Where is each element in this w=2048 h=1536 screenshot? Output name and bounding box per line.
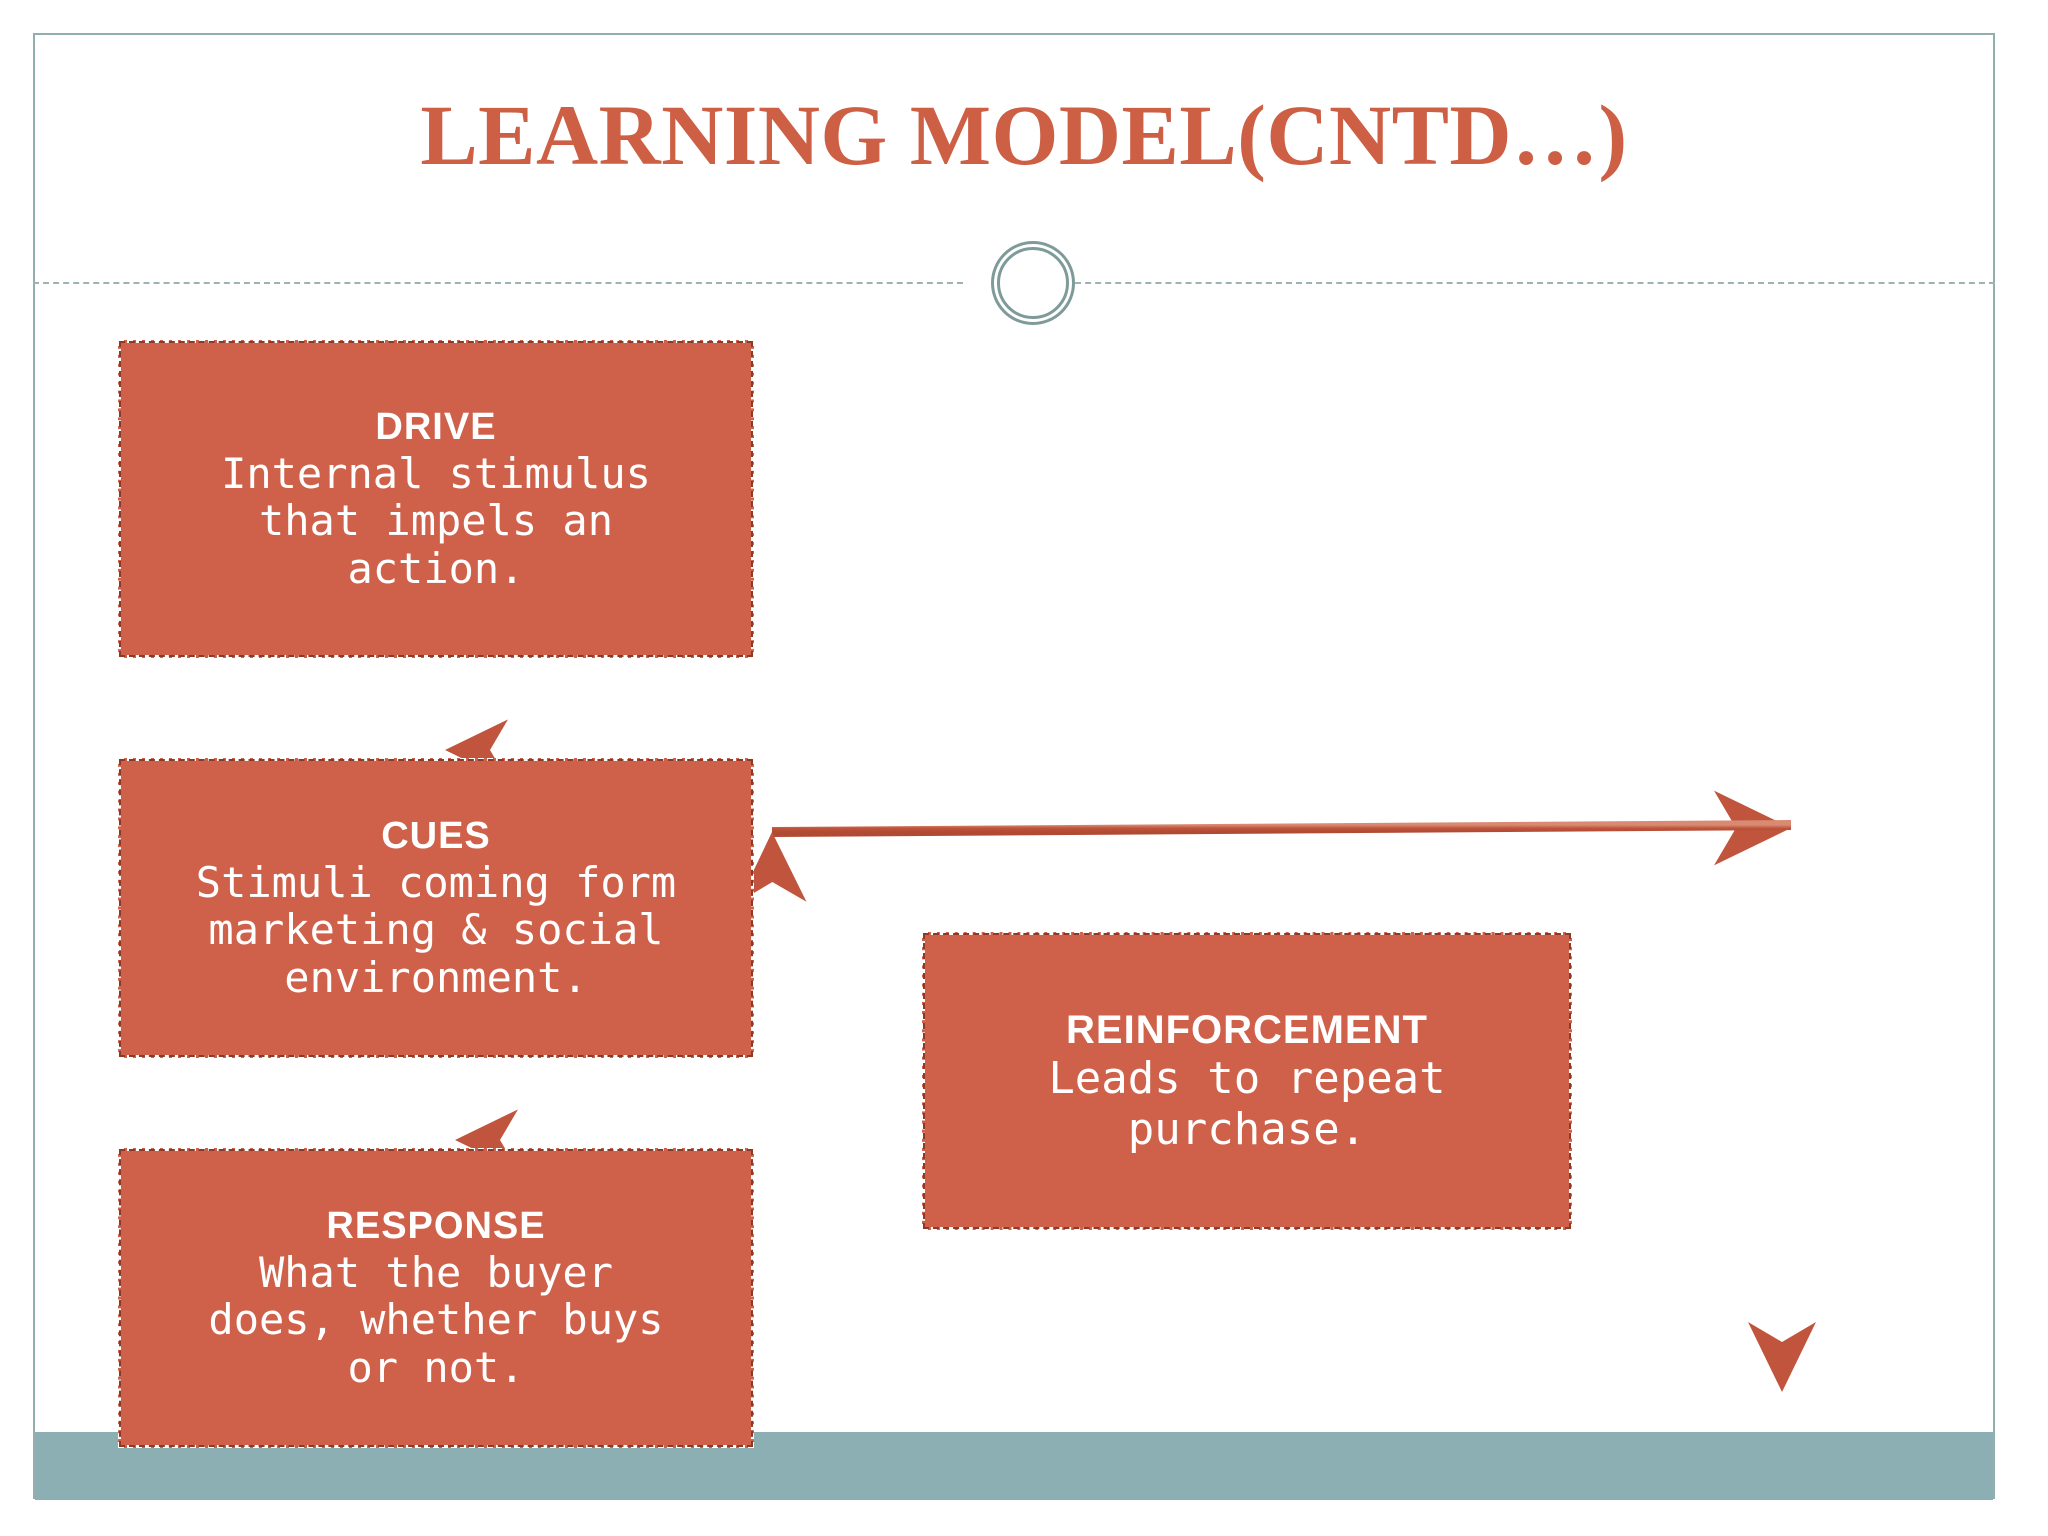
flow-box-drive-heading: DRIVE (375, 405, 497, 448)
flow-box-drive[interactable]: DRIVE Internal stimulus that impels an a… (118, 340, 754, 658)
flow-box-cues-body: Stimuli coming form marketing & social e… (195, 857, 677, 1003)
divider-dash-left (33, 282, 963, 284)
flow-box-cues[interactable]: CUES Stimuli coming form marketing & soc… (118, 758, 754, 1058)
flow-box-response[interactable]: RESPONSE What the buyer does, whether bu… (118, 1148, 754, 1448)
double-ring-ornament-icon (991, 241, 1075, 325)
page-title: LEARNING MODEL(CNTD…) (420, 87, 1628, 183)
flow-box-response-body: What the buyer does, whether buys or not… (208, 1247, 664, 1393)
flow-box-cues-heading: CUES (381, 814, 491, 857)
flow-box-drive-body: Internal stimulus that impels an action. (221, 448, 651, 594)
flow-box-reinforcement[interactable]: REINFORCEMENT Leads to repeat purchase. (922, 932, 1572, 1230)
flow-box-response-heading: RESPONSE (326, 1204, 546, 1247)
arrow-loop-to-cues (738, 820, 1792, 903)
title-divider (33, 282, 1995, 284)
flow-box-reinforcement-body: Leads to repeat purchase. (1048, 1053, 1446, 1155)
flow-box-reinforcement-heading: REINFORCEMENT (1066, 1008, 1428, 1053)
ring-inner (997, 247, 1069, 319)
divider-dash-right (1065, 282, 1995, 284)
